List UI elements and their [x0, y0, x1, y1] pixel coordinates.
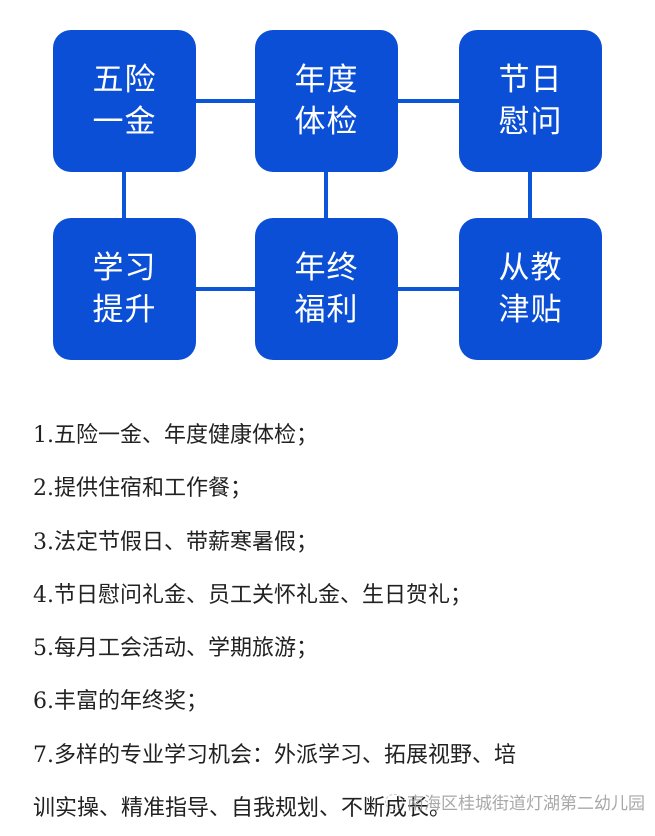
list-item: 训实操、精准指导、自我规划、不断成长。 [33, 796, 452, 822]
list-item: 3.法定节假日、带薪寒暑假； [33, 529, 318, 555]
wechat-icon [385, 793, 403, 810]
box-text: 一金 [92, 104, 157, 140]
watermark-text: 南海区桂城街道灯湖第二幼儿园 [407, 794, 645, 814]
list-item: 7.多样的专业学习机会：外派学习、拓展视野、培 [33, 742, 516, 768]
box-insurance: 五险一金 [53, 30, 196, 172]
watermark: 南海区桂城街道灯湖第二幼儿园 [385, 789, 645, 814]
list-item: 6.丰富的年终奖； [33, 689, 208, 715]
list-item: 5.每月工会活动、学期旅游； [33, 636, 318, 662]
box-text: 体检 [294, 104, 359, 140]
box-yearend: 年终福利 [255, 218, 398, 360]
box-learning: 学习提升 [53, 218, 196, 360]
box-holiday: 节日慰问 [459, 30, 602, 172]
box-text: 提升 [92, 292, 157, 328]
box-checkup: 年度体检 [255, 30, 398, 172]
box-text: 福利 [294, 292, 359, 328]
box-text: 五险 [92, 62, 157, 98]
list-item: 2.提供住宿和工作餐； [33, 476, 252, 502]
list-item: 4.节日慰问礼金、员工关怀礼金、生日贺礼； [33, 582, 472, 608]
box-text: 学习 [92, 250, 157, 286]
connector [324, 168, 328, 222]
benefit-list: 1.五险一金、年度健康体检； 2.提供住宿和工作餐； 3.法定节假日、带薪寒暑假… [33, 409, 643, 835]
connector [122, 168, 126, 222]
box-text: 节日 [498, 62, 563, 98]
list-item: 1.五险一金、年度健康体检； [33, 423, 318, 448]
connector [528, 168, 532, 222]
box-text: 年度 [294, 62, 359, 98]
box-text: 津贴 [498, 292, 563, 328]
box-allowance: 从教津贴 [459, 218, 602, 360]
box-text: 从教 [498, 250, 563, 286]
box-text: 慰问 [498, 104, 563, 140]
box-text: 年终 [294, 250, 359, 286]
